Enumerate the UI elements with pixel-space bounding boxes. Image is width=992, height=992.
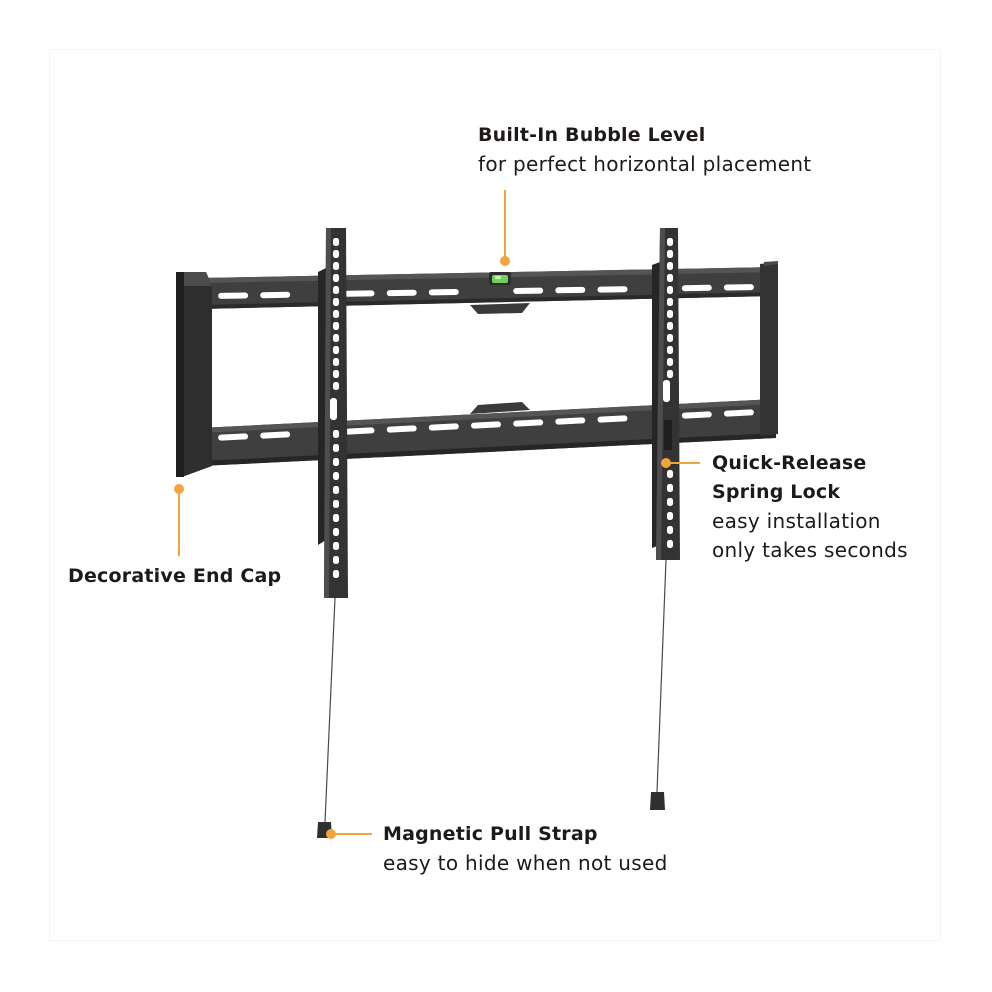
end-cap-title: Decorative End Cap	[68, 565, 282, 587]
arm-hole	[667, 274, 673, 282]
arm-hole	[333, 310, 339, 318]
bottom-rail-slots	[218, 409, 754, 441]
arm-hole	[333, 570, 339, 578]
arm-hole	[667, 298, 673, 306]
left-vertical-arm	[318, 228, 348, 598]
arm-hole	[667, 322, 673, 330]
rail-slot	[428, 423, 459, 431]
right-strap-weight	[650, 792, 665, 810]
arm-hole	[667, 286, 673, 294]
arm-hole	[333, 556, 339, 564]
rail-slot	[597, 415, 628, 423]
rail-slot	[428, 289, 459, 296]
arm-hole	[333, 430, 339, 438]
rail-slot	[386, 425, 417, 433]
rail-slot	[513, 287, 544, 294]
decorative-end-cap	[176, 272, 212, 477]
bubble-level	[489, 272, 511, 285]
arm-hole	[333, 458, 339, 466]
arm-hole	[333, 472, 339, 480]
rail-slot	[681, 284, 712, 292]
arm-hole	[333, 334, 339, 342]
arm-hole	[667, 346, 673, 354]
rail-slot	[471, 421, 501, 429]
diagram-background	[49, 49, 941, 941]
rail-slot	[555, 417, 586, 425]
bracket-frame	[200, 261, 778, 466]
rail-slot	[723, 284, 754, 291]
arm-hole	[333, 298, 339, 306]
arm-hole	[333, 486, 339, 494]
rail-slot	[555, 286, 586, 294]
spring-lock-description-line1: easy installation	[712, 509, 881, 533]
bubble-level-title: Built-In Bubble Level	[478, 124, 706, 146]
arm-hole	[667, 250, 673, 258]
spring-lock-title-line1: Quick-Release	[712, 452, 867, 474]
arm-hole	[667, 310, 673, 318]
spring-lock-callout: Quick-Release Spring Lock easy installat…	[712, 449, 908, 565]
rail-slot	[386, 289, 417, 297]
spring-lock-title-line2: Spring Lock	[712, 481, 841, 503]
arm-hole	[333, 514, 339, 522]
arm-hole	[667, 540, 673, 548]
pull-strap-description: easy to hide when not used	[383, 851, 668, 875]
pull-straps	[317, 559, 667, 838]
arm-hole	[333, 286, 339, 294]
arm-hole	[333, 444, 339, 452]
arm-hole	[667, 238, 673, 246]
top-rail-slots	[218, 284, 754, 299]
arm-hole	[667, 370, 673, 378]
bubble-level-description: for perfect horizontal placement	[478, 152, 812, 176]
rail-slot	[513, 419, 544, 427]
arm-hole	[667, 484, 673, 492]
arm-hole	[333, 274, 339, 282]
rail-slot	[260, 291, 291, 299]
pull-strap-callout: Magnetic Pull Strap easy to hide when no…	[383, 820, 668, 878]
arm-hole	[333, 528, 339, 536]
end-cap-callout: Decorative End Cap	[68, 562, 281, 591]
pull-strap-title: Magnetic Pull Strap	[383, 823, 598, 845]
right-vertical-arm	[652, 228, 680, 560]
arm-hole	[333, 370, 339, 378]
rail-slot	[218, 433, 249, 441]
rail-slot	[344, 290, 375, 297]
arm-hole	[667, 498, 673, 506]
arm-hole	[667, 334, 673, 342]
arm-hole	[667, 470, 673, 478]
arm-hole	[333, 382, 339, 390]
arm-hole	[667, 262, 673, 270]
arm-hole	[333, 262, 339, 270]
arm-hole	[333, 346, 339, 354]
rail-slot	[344, 427, 375, 435]
arm-hole	[667, 512, 673, 520]
arm-hole	[333, 322, 339, 330]
rail-slot	[597, 286, 628, 293]
arm-hole	[333, 500, 339, 508]
arm-hole	[667, 526, 673, 534]
arm-hole	[333, 250, 339, 258]
spring-lock-description-line2: only takes seconds	[712, 538, 908, 562]
bubble-level-callout: Built-In Bubble Level for perfect horizo…	[478, 121, 811, 179]
arm-hole	[333, 358, 339, 366]
arm-hole	[333, 238, 339, 246]
callout-leaders	[174, 190, 700, 839]
arm-hole	[333, 542, 339, 550]
rail-slot	[681, 411, 712, 419]
rail-slot	[723, 409, 754, 417]
rail-slot	[218, 292, 249, 299]
arm-hole	[667, 358, 673, 366]
rail-slot	[260, 431, 291, 439]
